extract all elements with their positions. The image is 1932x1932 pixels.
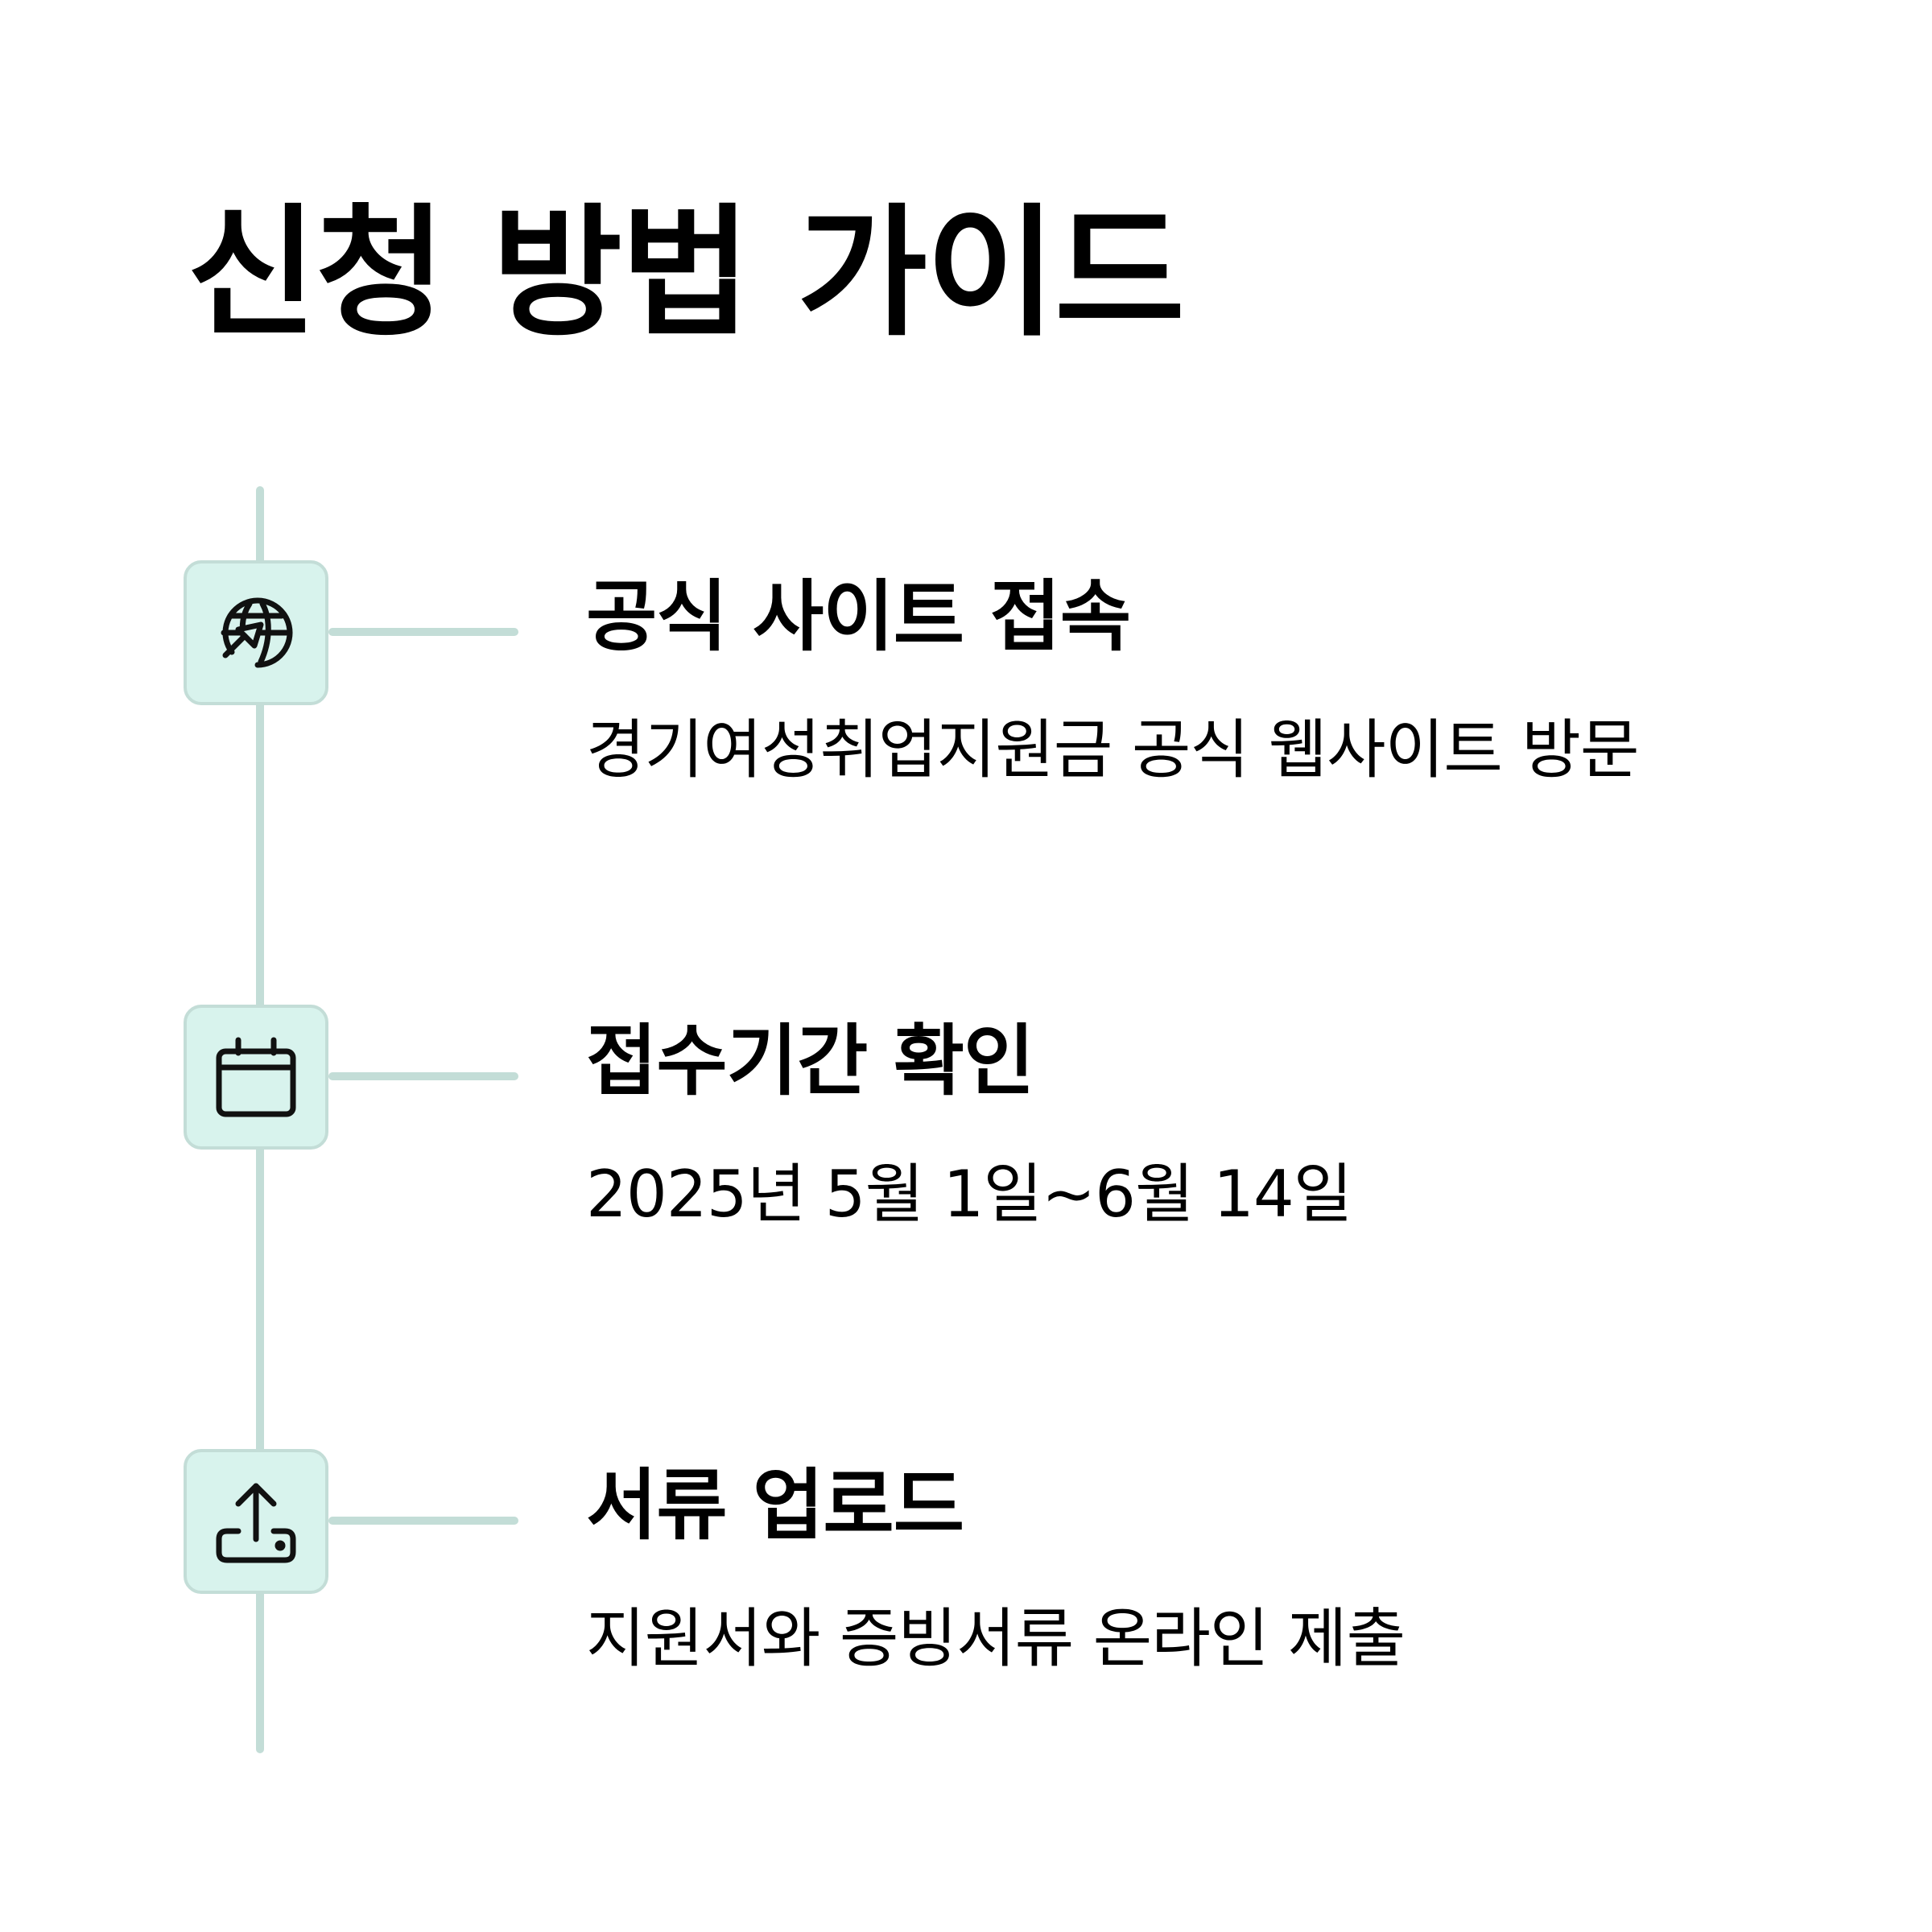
step-check-period: 접수기간 확인 2025년 5월 1일~6월 14일 <box>0 1005 1932 1246</box>
step-upload-documents: 서류 업로드 지원서와 증빙서류 온라인 제출 <box>0 1449 1932 1690</box>
calendar-icon <box>216 1037 296 1117</box>
globe-cursor-icon <box>221 597 293 668</box>
connector-line <box>328 628 518 636</box>
step-title: 공식 사이트 접속 <box>586 572 1131 662</box>
step-icon-box <box>184 1449 328 1594</box>
step-description: 지원서와 증빙서류 온라인 제출 <box>586 1601 1406 1676</box>
step-title: 서류 업로드 <box>586 1460 964 1550</box>
connector-line <box>328 1517 518 1525</box>
step-icon-box <box>184 560 328 705</box>
connector-line <box>328 1072 518 1080</box>
step-title: 접수기간 확인 <box>586 1016 1034 1106</box>
step-description: 2025년 5월 1일~6월 14일 <box>586 1157 1352 1232</box>
step-description: 경기여성취업지원금 공식 웹사이트 방문 <box>586 712 1639 787</box>
step-icon-box <box>184 1005 328 1150</box>
upload-icon <box>216 1483 296 1563</box>
step-visit-site: 공식 사이트 접속 경기여성취업지원금 공식 웹사이트 방문 <box>0 560 1932 802</box>
page-title: 신청 방법 가이드 <box>187 191 1185 356</box>
